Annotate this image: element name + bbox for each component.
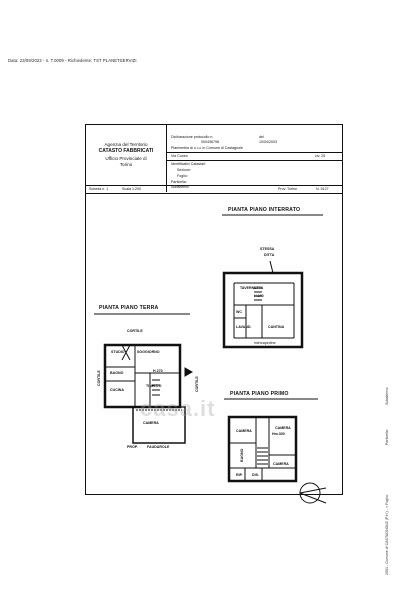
scheda-label: Scheda n. 1 xyxy=(89,187,109,191)
room-cucina: CUCINA xyxy=(110,388,124,392)
via-label: Via Cuneo xyxy=(171,154,188,158)
label-prop: PROP. xyxy=(127,445,138,449)
room-dis: DIS. xyxy=(252,473,259,477)
plan-title-primo: PIANTA PIANO PRIMO xyxy=(230,391,289,397)
protocol-number: 000496798 xyxy=(201,140,219,144)
prov-label: Prov. Torino xyxy=(278,187,297,191)
n-label: N. 5127 xyxy=(316,187,329,191)
room-soggiorno: SOGGIORNO xyxy=(137,350,160,354)
sezione-label: Sezione: xyxy=(177,168,191,172)
room-rip: RIP. xyxy=(236,473,243,477)
room-studio: STUDIO xyxy=(111,350,125,354)
room-bagno: BAGNO xyxy=(110,371,124,375)
label-cortile-left: CORTILE xyxy=(97,370,101,386)
room-wc: WC xyxy=(236,310,242,314)
label-ditta: DITTA xyxy=(264,253,275,257)
room-tavernetta: TAVERNETTA xyxy=(240,286,264,290)
room-h240: H 240 xyxy=(254,294,264,298)
particella-label: Particella: xyxy=(171,180,187,184)
room-cantina: CANTINA xyxy=(268,325,285,329)
room-camera-primo-1: CAMERA xyxy=(236,429,252,433)
right-margin-note-1: 2001 - Comune di CASTAGNOLE (P.H.) - < F… xyxy=(385,494,389,575)
civ-label: civ. 25 xyxy=(315,154,326,158)
room-h300: Hm.300 xyxy=(272,432,285,436)
planimetria-label: Planimetria di u.i.u. in Comune di Casta… xyxy=(171,146,243,150)
protocol-label: Dichiarazione protocollo n. xyxy=(171,135,214,139)
room-camera-terra: CAMERA xyxy=(143,421,159,425)
subalterno-label: Subalterno: xyxy=(171,185,190,189)
label-faudarole: FAUDAROLE xyxy=(147,445,170,449)
room-lavand: LAVAND. xyxy=(236,325,252,329)
scala-label: Scala 1:200 xyxy=(122,187,141,191)
agency-line-2: CATASTO FABBRICATI xyxy=(98,148,154,154)
label-cortile-right: CORTILE xyxy=(195,376,199,392)
label-intercapedine: intercapedine xyxy=(254,341,276,345)
room-tinello: TINELLO xyxy=(146,384,162,388)
agency-line-1: Agenzia del Territorio xyxy=(104,142,148,147)
foglio-label: Foglio: xyxy=(177,174,188,178)
watermark: casa.it xyxy=(140,396,216,421)
plan-title-terra: PIANTA PIANO TERRA xyxy=(99,305,159,311)
plan-title-interrato: PIANTA PIANO INTERRATO xyxy=(228,207,301,213)
right-margin-note-3: Subalterno: xyxy=(385,386,389,405)
right-margin-note-2: Particella: xyxy=(385,429,389,445)
cadastral-sheet xyxy=(85,124,343,495)
identificativi-label: Identificativi Catastali: xyxy=(171,162,206,166)
agency-line-4: Torino xyxy=(119,162,133,167)
header-info-block: Dichiarazione protocollo n. del 00049679… xyxy=(166,125,343,192)
agency-block: Agenzia del Territorio CATASTO FABBRICAT… xyxy=(86,125,166,185)
agency-line-3: Ufficio Provinciale di xyxy=(105,156,147,161)
room-h270: H 270 xyxy=(153,369,163,373)
label-cortile-top: CORTILE xyxy=(127,329,143,333)
document-topline: Data: 23/09/2023 - n. T.0009 - Richieden… xyxy=(8,58,137,63)
label-stessa: STESSA xyxy=(260,247,275,251)
del-label: del xyxy=(259,135,264,139)
room-camera-primo-2: CAMERA xyxy=(275,426,291,430)
protocol-date: 10/04/2003 xyxy=(259,140,277,144)
room-camera-primo-3: CAMERA xyxy=(273,462,289,466)
room-bagno-primo: BAGNO xyxy=(240,448,244,462)
